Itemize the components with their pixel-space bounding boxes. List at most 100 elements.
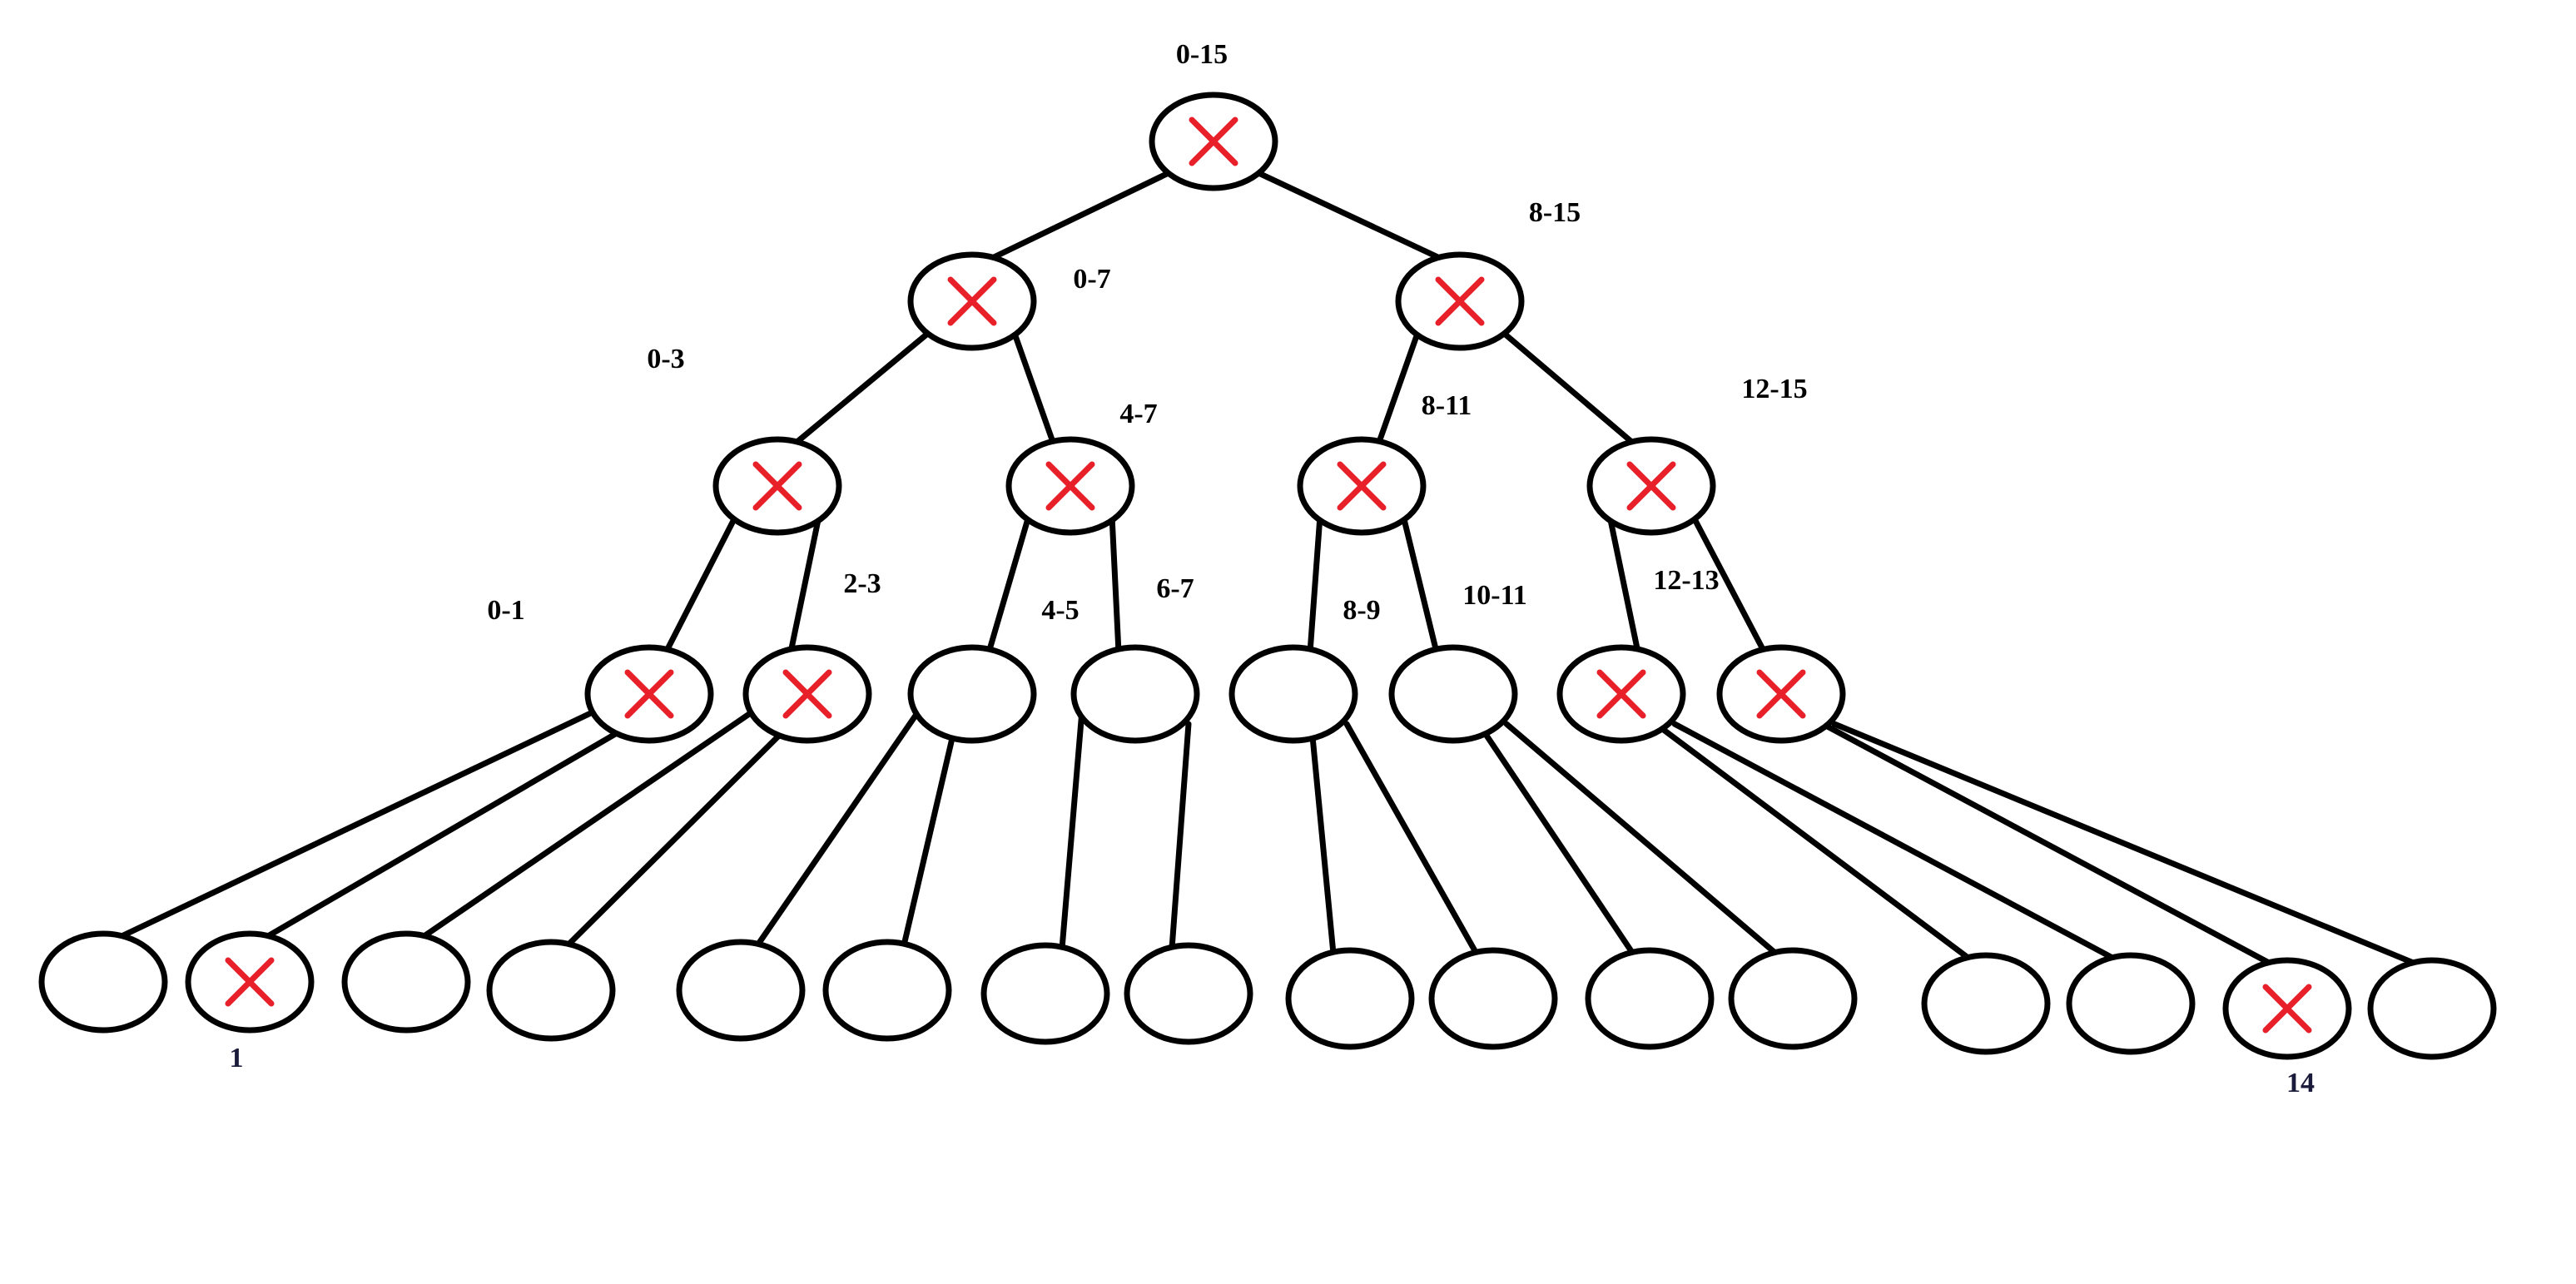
- node-ellipse: [38, 930, 168, 1034]
- range-label: 10-11: [1462, 580, 1526, 611]
- leaf-edge: [1794, 707, 2274, 967]
- tree-edge: [787, 513, 822, 656]
- range-label: 0-7: [1073, 264, 1110, 295]
- leaf-node: [486, 939, 616, 1042]
- tree-node: [907, 644, 1037, 744]
- range-label: 8-11: [1422, 390, 1472, 421]
- cross-mark-icon: [1435, 276, 1485, 326]
- cross-mark-icon: [1626, 461, 1676, 511]
- tree-node: [907, 251, 1037, 351]
- node-ellipse: [1921, 952, 2051, 1055]
- node-ellipse: [1728, 947, 1858, 1050]
- leaf-edge: [564, 721, 794, 949]
- node-ellipse: [1070, 644, 1200, 744]
- node-ellipse: [1388, 644, 1518, 744]
- leaf-edge: [1503, 721, 1779, 957]
- leaf-node: [2367, 957, 2497, 1060]
- tree-edge: [1606, 513, 1641, 656]
- nodes: [38, 92, 2497, 1060]
- tree-edge: [1375, 328, 1422, 448]
- leaf-edge: [1467, 707, 1636, 957]
- tree-edge: [1307, 513, 1323, 656]
- cross-mark-icon: [2262, 984, 2312, 1034]
- tree-node: [1556, 644, 1686, 744]
- node-ellipse: [822, 939, 952, 1042]
- range-label: 0-3: [647, 344, 684, 374]
- leaf-edge: [754, 707, 922, 949]
- tree-node: [584, 644, 714, 744]
- leaf-edge: [1307, 707, 1337, 957]
- node-ellipse: [1228, 644, 1358, 744]
- cross-mark-icon: [1045, 461, 1095, 511]
- tree-edge: [1400, 513, 1440, 656]
- node-ellipse: [486, 939, 616, 1042]
- cross-mark-icon: [1189, 117, 1238, 166]
- node-ellipse: [1428, 947, 1558, 1050]
- leaf-edge: [1831, 721, 2419, 967]
- tree-edge: [1109, 513, 1122, 656]
- cross-mark-icon: [1756, 669, 1806, 719]
- leaf-index-label: 14: [2286, 1068, 2315, 1098]
- range-label: 0-15: [1176, 39, 1228, 70]
- cross-mark-icon: [752, 461, 802, 511]
- cross-mark-icon: [1337, 461, 1387, 511]
- leaf-edge: [1635, 707, 1973, 962]
- node-ellipse: [2066, 952, 2196, 1055]
- node-ellipse: [341, 930, 471, 1034]
- leaf-edge: [419, 707, 757, 940]
- cross-mark-icon: [1596, 669, 1646, 719]
- leaf-node: [2066, 952, 2196, 1055]
- tree-edge: [1690, 513, 1768, 656]
- tree-edge: [1252, 168, 1447, 263]
- tree-node: [1297, 436, 1427, 536]
- cross-mark-icon: [947, 276, 997, 326]
- leaf-node: [980, 942, 1110, 1045]
- tree-node: [1395, 251, 1525, 351]
- leaf-edge: [1169, 721, 1192, 952]
- tree-edge: [985, 513, 1032, 656]
- leaf-edge: [1671, 721, 2117, 962]
- cross-mark-icon: [782, 669, 832, 719]
- tree-node: [712, 436, 842, 536]
- leaf-node: [822, 939, 952, 1042]
- leaf-node: [1124, 942, 1253, 1045]
- node-ellipse: [676, 939, 806, 1042]
- node-ellipse: [1585, 947, 1715, 1050]
- node-ellipse: [980, 942, 1110, 1045]
- tree-edge: [663, 513, 739, 656]
- edges: [117, 168, 2419, 967]
- leaf-node: [1921, 952, 2051, 1055]
- tree-node: [1716, 644, 1846, 744]
- leaf-node: [1285, 947, 1415, 1050]
- tree-node: [1005, 436, 1135, 536]
- range-label: 8-15: [1529, 197, 1581, 228]
- range-label: 6-7: [1156, 573, 1194, 604]
- tree-edge: [1010, 328, 1057, 448]
- tree-edge: [791, 328, 934, 448]
- range-label: 12-15: [1741, 374, 1807, 404]
- range-label: 4-7: [1119, 399, 1157, 429]
- tree-edge: [1498, 328, 1638, 448]
- leaf-node: [2222, 957, 2352, 1060]
- tree-node: [1070, 644, 1200, 744]
- leaf-node: [185, 930, 315, 1034]
- range-label: 2-3: [843, 568, 881, 599]
- range-label: 12-13: [1653, 565, 1719, 596]
- range-label: 8-9: [1343, 595, 1380, 626]
- tree-node: [1586, 436, 1716, 536]
- node-ellipse: [907, 644, 1037, 744]
- cross-mark-icon: [225, 957, 275, 1007]
- node-ellipse: [2367, 957, 2497, 1060]
- tree-node: [1149, 92, 1278, 191]
- leaf-node: [341, 930, 471, 1034]
- node-ellipse: [1285, 947, 1415, 1050]
- leaf-node: [1585, 947, 1715, 1050]
- leaf-edge: [901, 721, 959, 949]
- cross-mark-icon: [624, 669, 674, 719]
- leaf-node: [1428, 947, 1558, 1050]
- tree-node: [1388, 644, 1518, 744]
- tree-node: [1228, 644, 1358, 744]
- range-label: 0-1: [487, 595, 524, 626]
